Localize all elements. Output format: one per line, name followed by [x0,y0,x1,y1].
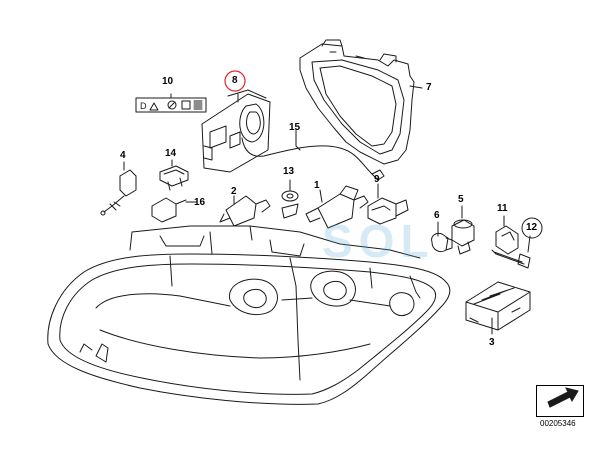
callout-13: 13 [283,166,295,177]
callout-8: 8 [232,75,238,86]
part-9-socket [367,197,409,225]
callout-4: 4 [120,150,126,161]
part-7-housing-cover [299,39,415,165]
callout-16: 16 [194,197,206,208]
svg-text:D: D [140,101,147,111]
part-12-screw [491,249,531,269]
callout-6: 6 [434,210,440,221]
headlight-housing [47,225,451,405]
part-8-control-unit [201,89,271,173]
callout-5: 5 [458,194,464,205]
part-14-clip [159,165,189,191]
callout-1: 1 [314,180,320,191]
part-16-bracket [151,197,187,223]
callout-circle-12 [521,217,543,239]
part-3-ballast [465,281,531,331]
callout-10: 10 [162,76,174,87]
part-2-bulb [219,195,271,227]
part-13-grommet [281,190,299,219]
reference-arrow-icon [547,387,579,408]
leader-lines [123,85,531,335]
callout-14: 14 [165,148,177,159]
callout-9: 9 [374,174,380,185]
part-10-warning-label: D [135,97,207,113]
part-1-xenon-bulb [305,185,369,229]
callout-7: 7 [426,82,432,93]
highlight-circle-8 [224,70,246,92]
callout-2: 2 [231,186,237,197]
callout-3: 3 [489,337,495,348]
callout-15: 15 [289,122,301,133]
part-6-small-bulb [431,233,453,253]
reference-box [536,385,584,417]
part-5-bulb-holder [451,219,475,255]
part-11-clip [495,225,519,255]
reference-number: 00205346 [540,419,576,428]
part-4-adjuster [100,169,137,216]
callout-12: 12 [526,222,538,233]
part-15-cable [241,137,373,175]
callout-11: 11 [497,203,508,214]
